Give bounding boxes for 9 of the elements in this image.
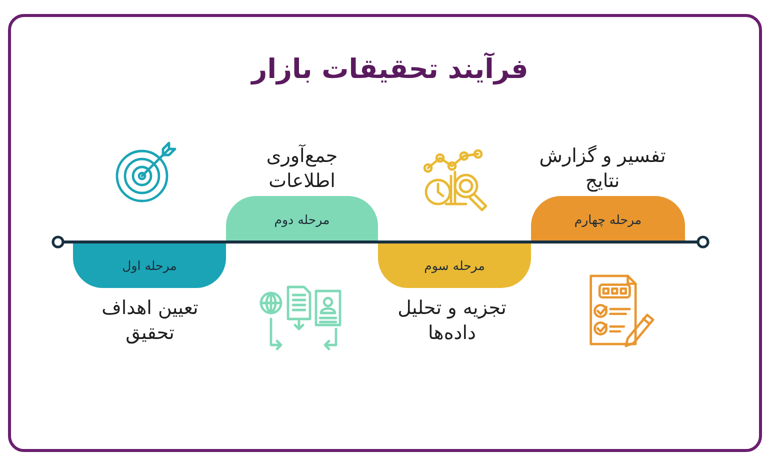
diagram-title: فرآیند تحقیقات بازار: [250, 52, 530, 87]
stage-tab: مرحله سوم: [378, 242, 531, 288]
stage-tab: مرحله دوم: [226, 196, 378, 242]
stage-description: تجزیه و تحلیل داده‌ها: [396, 296, 508, 346]
stage-description: تفسیر و گزارش نتایج: [538, 144, 667, 194]
stage-description: تعیین اهداف تحقیق: [100, 296, 200, 346]
stage-description: جمع‌آوری اطلاعات: [265, 144, 339, 194]
stage-tab: مرحله چهارم: [531, 196, 685, 242]
stage-tab: مرحله اول: [73, 242, 226, 288]
